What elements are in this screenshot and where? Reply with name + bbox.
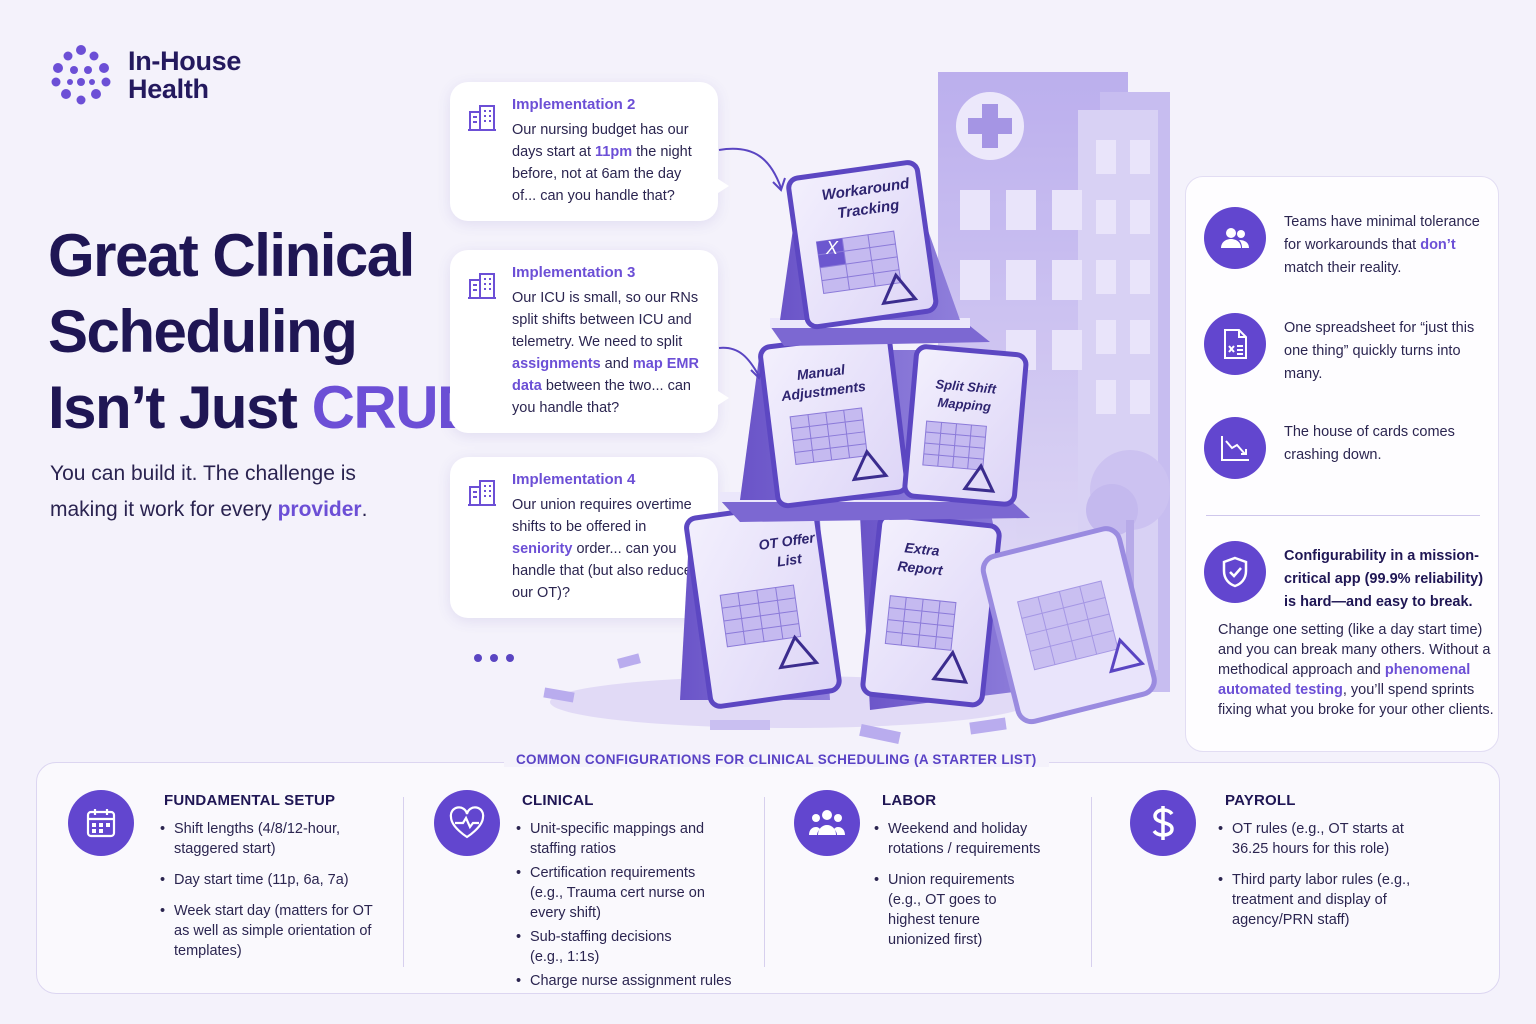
bubble-text-part: Our nursing budget has our days start at (512, 122, 689, 160)
list-item: Charge nurse assignment rules (516, 971, 736, 991)
subtitle-accent: provider (277, 498, 362, 521)
insight-highlight: don’t (1420, 237, 1456, 253)
subtitle-line-2: making it work for every provider. (50, 492, 420, 528)
implementation-bubble-2: Implementation 2 Our nursing budget has … (450, 82, 729, 221)
brand-line-2: Health (128, 74, 209, 104)
building-icon (468, 273, 496, 299)
shield-check-icon (1204, 541, 1266, 603)
implementation-bubble-3: Implementation 3 Our ICU is small, so ou… (450, 250, 729, 433)
middle-row-cards (740, 330, 1029, 509)
list-item: Day start time (11p, 6a, 7a) (160, 870, 400, 890)
insight-crash: The house of cards comes crashing down. (1204, 417, 1484, 479)
bubble-text-part: Our union requires overtime shifts to be… (512, 497, 692, 535)
top-card (780, 160, 960, 330)
building-icon (468, 480, 496, 506)
list-item: Sub-staffing decisions (e.g., 1:1s) (516, 927, 696, 967)
brand-line-1: In-House (128, 46, 242, 76)
subtitle-prefix: making it work for every (50, 498, 278, 521)
bubble-highlight: map EMR data (512, 356, 699, 394)
house-of-cards-illustration (543, 72, 1170, 745)
insight-body-part: Change one setting (like a day start tim… (1218, 622, 1491, 678)
list-item: Week start day (matters for OT as well a… (160, 901, 388, 961)
insight-text: Teams have minimal tolerance for workaro… (1284, 207, 1484, 280)
list-item: Certification requirements (e.g., Trauma… (516, 863, 716, 923)
column-divider (403, 797, 404, 967)
hero-title: Great Clinical Scheduling Isn’t Just CRU… (48, 218, 480, 446)
list-item: Unit-specific mappings and staffing rati… (516, 819, 736, 859)
bubble-highlight: 11pm (595, 144, 633, 160)
connector-arrows (718, 147, 786, 380)
subtitle-line-1: You can build it. The challenge is (50, 462, 356, 485)
hero-line-2: Scheduling (48, 298, 358, 365)
insight-text: The house of cards comes crashing down. (1284, 424, 1455, 463)
dollar-icon (1130, 790, 1196, 856)
heart-pulse-icon (434, 790, 500, 856)
bubble-highlight: assignments (512, 356, 601, 372)
insight-body-part: , you’ll spend sprints fixing what you b… (1218, 682, 1494, 718)
implementation-bubble-4: Implementation 4 Our union requires over… (450, 457, 729, 618)
brand-name: In-House Health (128, 47, 241, 103)
panel-divider (1206, 515, 1480, 516)
list-item: Weekend and holiday rotations / requirem… (874, 819, 1064, 859)
card-label-split-shift-mapping: Split Shift Mapping (934, 376, 997, 415)
config-column-title: PAYROLL (1225, 792, 1296, 809)
insight-text-part: match their reality. (1284, 260, 1402, 276)
column-divider (1091, 797, 1092, 967)
list-item: OT rules (e.g., OT starts at 36.25 hours… (1218, 819, 1418, 859)
insight-configurability: Configurability in a mission-critical ap… (1204, 541, 1484, 614)
hero-line-3: Isn’t Just CRUD (48, 370, 480, 446)
config-section-title: COMMON CONFIGURATIONS FOR CLINICAL SCHED… (504, 752, 1049, 767)
insight-text: One spreadsheet for “just this one thing… (1284, 320, 1475, 382)
config-list: Weekend and holiday rotations / requirem… (874, 819, 1064, 961)
bubble-text-part: and (600, 356, 633, 372)
insight-spreadsheet: One spreadsheet for “just this one thing… (1204, 313, 1484, 386)
subtitle-suffix: . (361, 498, 368, 521)
molecule-logo-icon (51, 45, 111, 105)
bubble-highlight: seniority (512, 541, 573, 557)
config-list: OT rules (e.g., OT starts at 36.25 hours… (1218, 819, 1418, 941)
bubble-text-part: order... can you handle that (but also r… (512, 541, 692, 601)
insight-text-bold: Configurability in a mission-critical ap… (1284, 548, 1484, 610)
calendar-icon (68, 790, 134, 856)
building-icon (468, 105, 496, 131)
hero-line-3-prefix: Isn’t Just (48, 374, 312, 441)
insight-teams: Teams have minimal tolerance for workaro… (1204, 207, 1484, 280)
card-x-mark: X (826, 238, 839, 258)
list-item: Shift lengths (4/8/12-hour, staggered st… (160, 819, 360, 859)
hero-subtitle: You can build it. The challenge is makin… (50, 456, 420, 528)
config-column-title: CLINICAL (522, 792, 594, 809)
bubble-text: Our union requires overtime shifts to be… (512, 494, 704, 604)
insight-body: Change one setting (like a day start tim… (1218, 620, 1496, 720)
group-icon (794, 790, 860, 856)
more-ellipsis (474, 654, 514, 662)
bubble-title: Implementation 4 (512, 471, 636, 488)
insights-panel: Teams have minimal tolerance for workaro… (1185, 176, 1499, 752)
trend-down-chart-icon (1204, 417, 1266, 479)
users-icon (1204, 207, 1266, 269)
bubble-text: Our nursing budget has our days start at… (512, 119, 704, 207)
bubble-title: Implementation 3 (512, 264, 636, 281)
list-item: Third party labor rules (e.g., treatment… (1218, 870, 1418, 930)
config-list: Shift lengths (4/8/12-hour, staggered st… (160, 819, 400, 972)
list-item: Union requirements (e.g., OT goes to hig… (874, 870, 1024, 950)
card-label-extra-report: Extra Report (896, 539, 944, 579)
config-list: Unit-specific mappings and staffing rati… (516, 819, 736, 1002)
insight-body-highlight: phenomenal automated testing (1218, 662, 1471, 698)
spreadsheet-file-icon (1204, 313, 1266, 375)
brand-logo[interactable]: In-House Health (48, 42, 241, 108)
bubble-text-part: between the two... can you handle that? (512, 378, 691, 416)
bubble-text: Our ICU is small, so our RNs split shift… (512, 287, 704, 419)
hero-line-1: Great Clinical (48, 222, 415, 289)
column-divider (764, 797, 765, 967)
config-column-title: LABOR (882, 792, 937, 809)
config-column-title: FUNDAMENTAL SETUP (164, 792, 336, 809)
insight-text-part: Teams have minimal tolerance for workaro… (1284, 214, 1480, 253)
bubble-title: Implementation 2 (512, 96, 636, 113)
bubble-text-part: the night before, not at 6am the day of.… (512, 144, 692, 204)
bottom-row-cards (680, 500, 1157, 725)
bubble-text-part: Our ICU is small, so our RNs split shift… (512, 290, 699, 350)
